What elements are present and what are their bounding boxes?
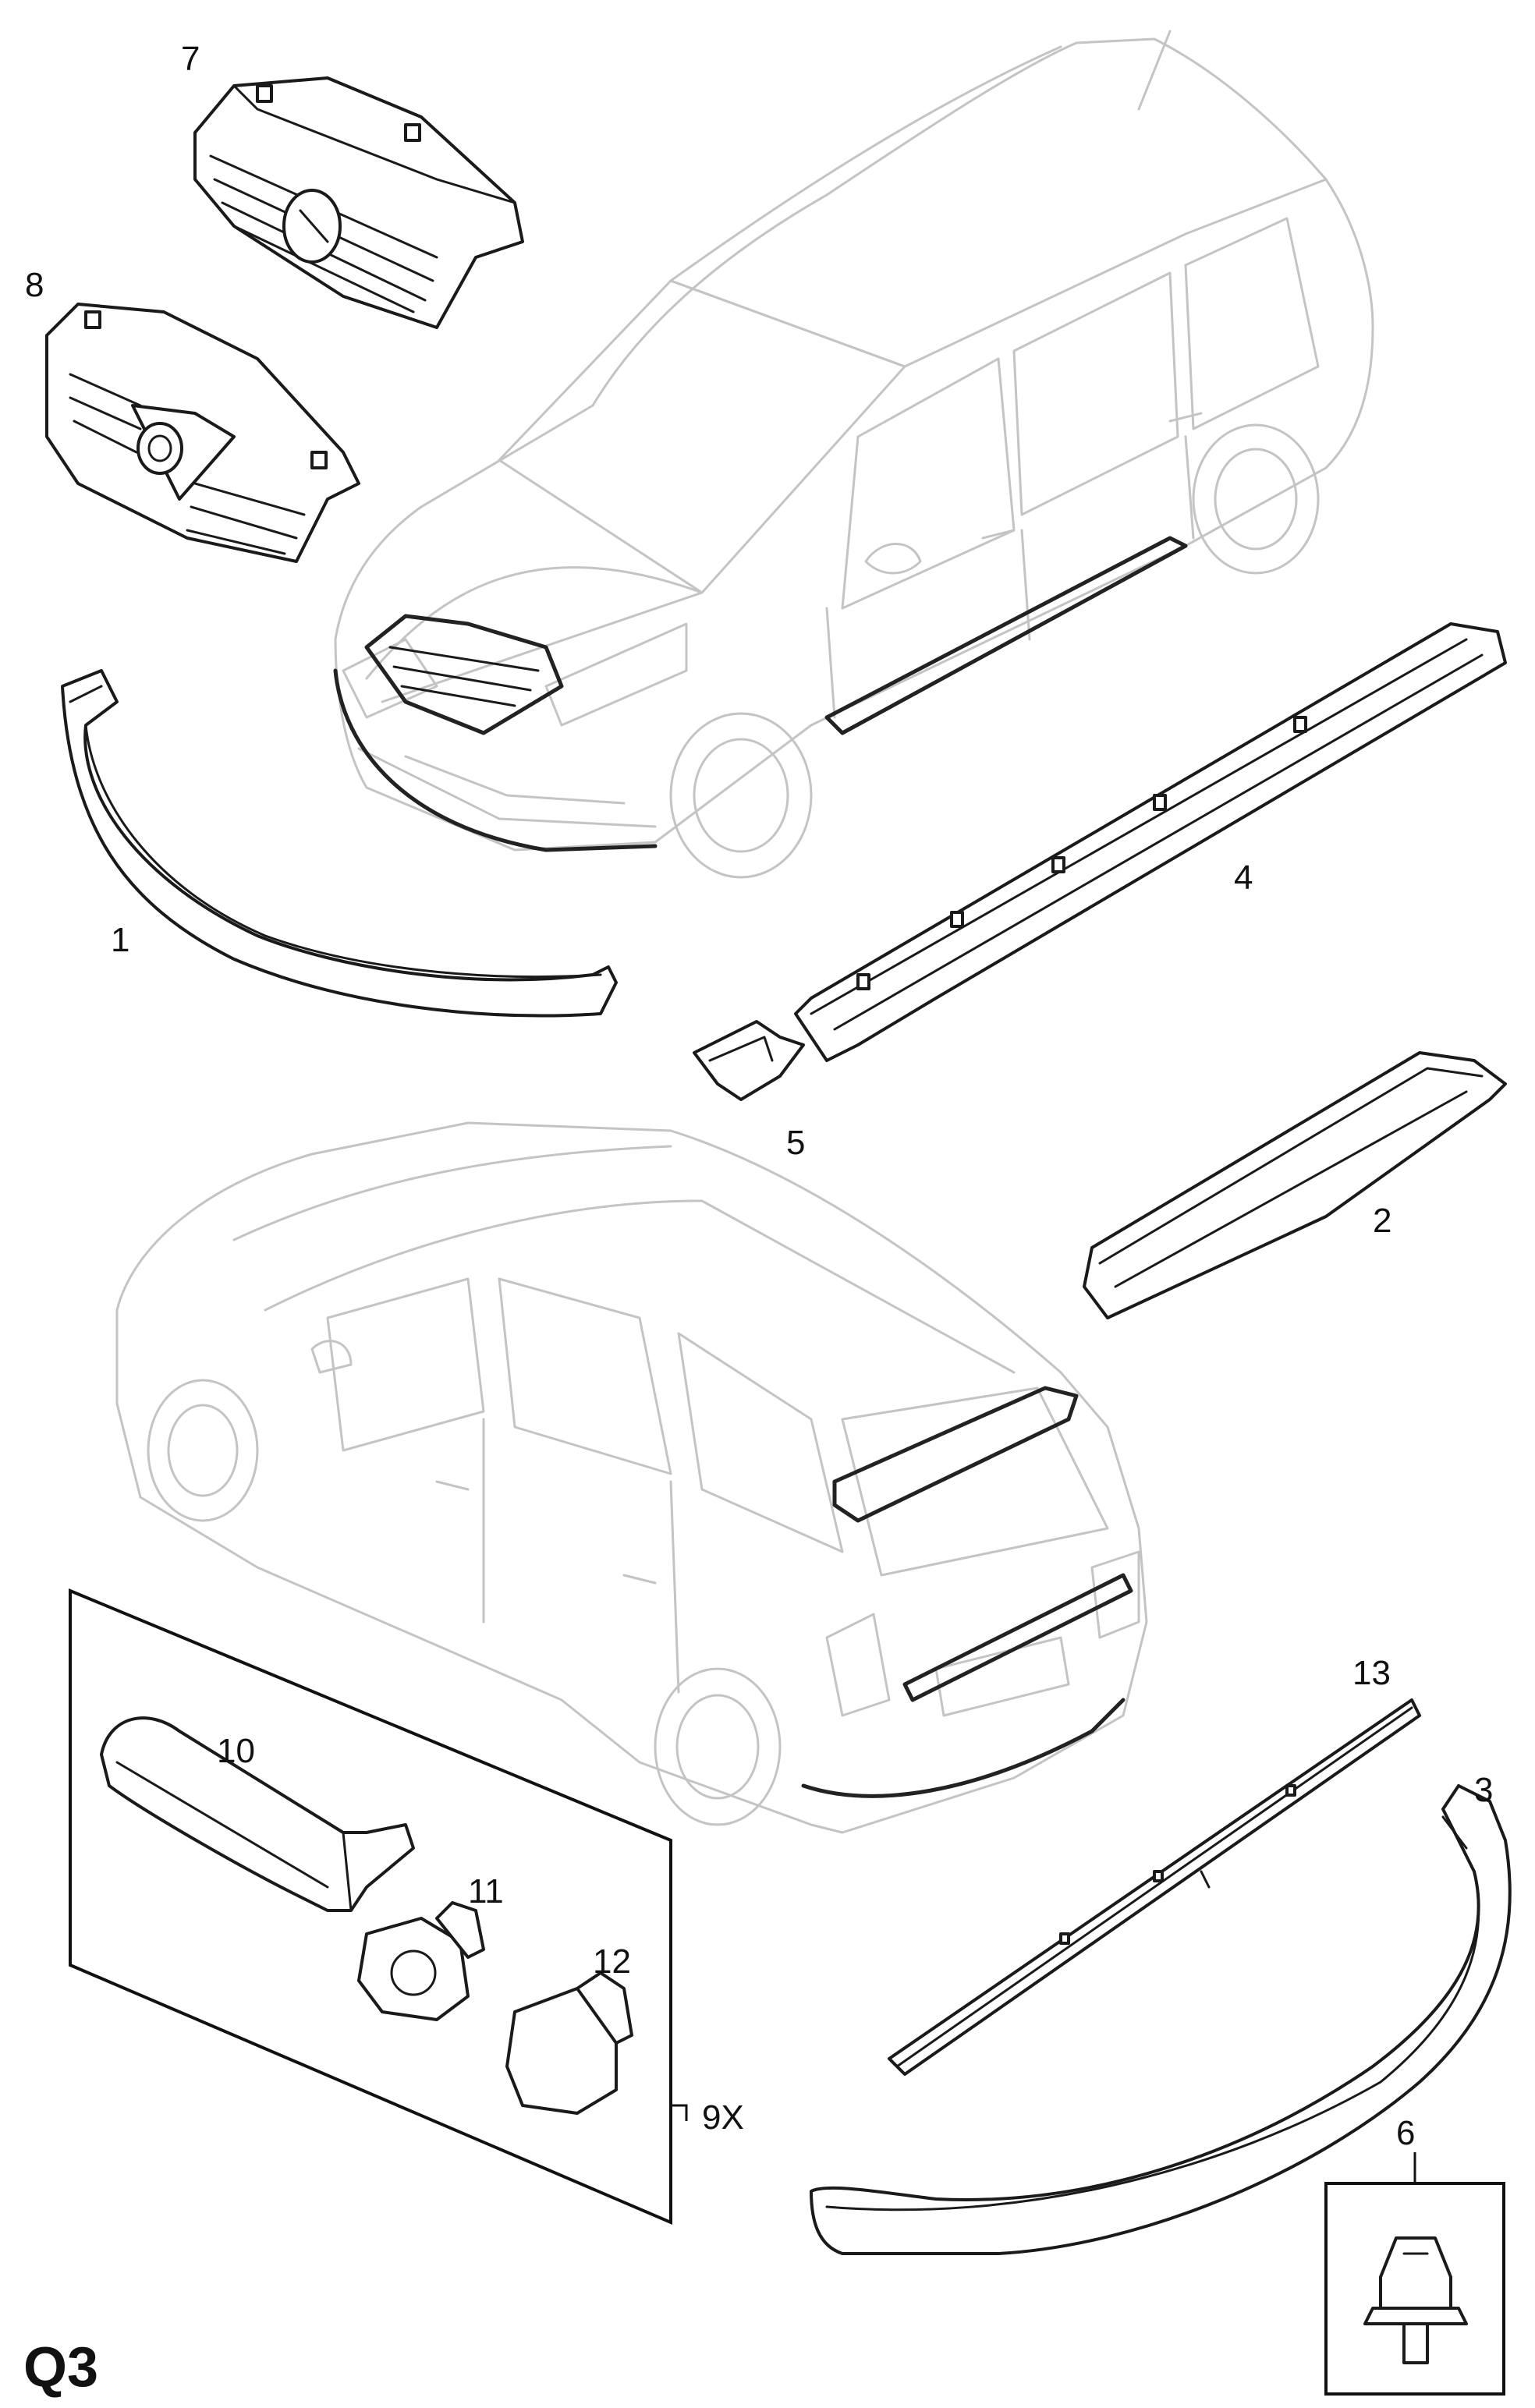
part-5-end-cap bbox=[693, 1020, 805, 1101]
callout-4: 4 bbox=[1234, 859, 1253, 897]
part-1-front-lip bbox=[61, 669, 618, 1018]
callout-8: 8 bbox=[25, 266, 44, 304]
rear-car-installed-parts bbox=[801, 1386, 1133, 1798]
part-2-rear-spoiler bbox=[1083, 1051, 1507, 1319]
part-13-trim-strip bbox=[888, 1698, 1421, 2076]
callout-6: 6 bbox=[1396, 2114, 1415, 2152]
callout-3: 3 bbox=[1474, 1771, 1493, 1809]
part-12-cap bbox=[505, 1971, 633, 2115]
kit-9x-box bbox=[69, 1588, 688, 2226]
callout-5: 5 bbox=[786, 1124, 805, 1162]
callout-labels: 7 8 1 4 5 2 10 11 12 9X 13 3 6 bbox=[25, 40, 1493, 2152]
callout-1: 1 bbox=[111, 921, 129, 959]
rear-car-ghost bbox=[115, 1121, 1148, 1834]
callout-11: 11 bbox=[468, 1872, 504, 1910]
part-10-handle bbox=[100, 1716, 415, 1912]
diagram-code: Q3 bbox=[23, 2336, 98, 2399]
part-3-rear-lip bbox=[810, 1784, 1512, 2255]
part-4-side-sill bbox=[794, 622, 1507, 1062]
callout-2: 2 bbox=[1373, 1202, 1391, 1240]
front-car-installed-parts bbox=[333, 536, 1188, 852]
part-11-lock-cap bbox=[357, 1901, 485, 2021]
callout-9x: 9X bbox=[702, 2098, 744, 2137]
callout-7: 7 bbox=[181, 40, 200, 78]
part-8-grille bbox=[45, 303, 360, 563]
callout-13: 13 bbox=[1352, 1654, 1391, 1692]
front-car-ghost bbox=[334, 30, 1374, 879]
part-7-grille bbox=[193, 76, 524, 329]
callout-12: 12 bbox=[593, 1942, 631, 1981]
callout-10: 10 bbox=[217, 1732, 255, 1770]
part-6-clip-box bbox=[1324, 2152, 1505, 2396]
